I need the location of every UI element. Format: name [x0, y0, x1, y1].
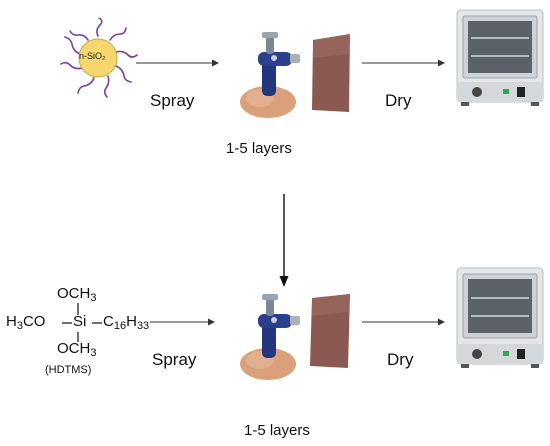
oven-icon	[456, 267, 544, 368]
arrow-right-icon	[150, 318, 215, 326]
formula-center: Si	[73, 313, 87, 330]
fabric-sample-icon	[310, 294, 350, 368]
bond-bottom	[77, 332, 79, 342]
arrow-right-icon	[362, 318, 445, 326]
bond-top	[77, 303, 79, 315]
fabric-sample-icon	[312, 34, 350, 112]
bond-left	[62, 322, 72, 324]
arrow-right-icon	[136, 59, 219, 67]
oven-icon	[456, 9, 544, 106]
formula-top-group: OCH3	[57, 285, 97, 304]
bond-right	[92, 322, 102, 324]
dry-label: Dry	[385, 91, 412, 110]
spray-gun-icon	[240, 294, 300, 380]
hdtms-name-label: (HDTMS)	[45, 364, 92, 376]
formula-left-group: H3CO	[6, 313, 46, 332]
dry-label: Dry	[387, 350, 414, 369]
spray-label: Spray	[152, 350, 197, 369]
layers-label: 1-5 layers	[226, 140, 292, 157]
arrow-right-icon	[362, 59, 445, 67]
sio2-particle-icon	[60, 18, 138, 98]
formula-bottom-group: OCH3	[57, 340, 97, 359]
particle-label: n-SiO₂	[79, 51, 106, 61]
formula-right-group: C16H33	[103, 313, 150, 332]
layers-label: 1-5 layers	[244, 422, 310, 439]
arrow-down-icon	[279, 194, 289, 287]
spray-label: Spray	[150, 91, 195, 110]
spray-gun-icon	[240, 32, 300, 118]
